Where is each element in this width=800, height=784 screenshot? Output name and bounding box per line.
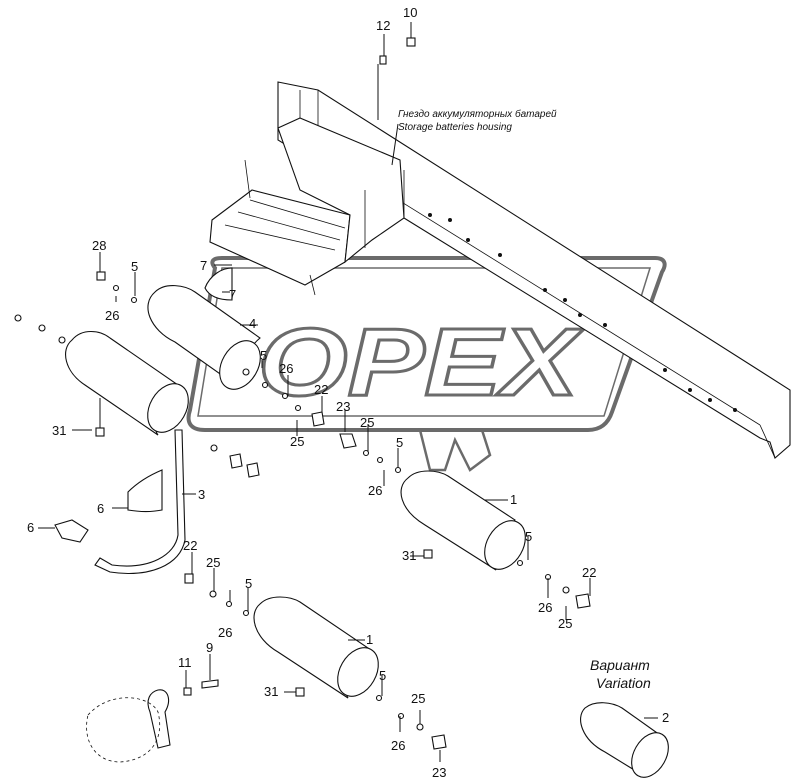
- leader-lines: [38, 22, 658, 762]
- part-number-labels: 10 12 28 5 26 7 7 4 5 26 22 23 25 25 5 2…: [27, 5, 669, 780]
- part-label: 22: [183, 538, 197, 553]
- part-label: 2: [662, 710, 669, 725]
- air-tank-31: [65, 330, 189, 436]
- frame-rail: [277, 81, 791, 459]
- part-label: 1: [510, 492, 517, 507]
- part-label: 31: [52, 423, 66, 438]
- part-label: 5: [379, 668, 386, 683]
- part-label: 5: [260, 348, 267, 363]
- part-label: 12: [376, 18, 390, 33]
- housing-note-ru: Гнездо аккумуляторных батарей: [398, 108, 557, 120]
- part-label: 25: [360, 415, 374, 430]
- part-label: 31: [264, 684, 278, 699]
- part-label: 26: [105, 308, 119, 323]
- part-label: 6: [97, 501, 104, 516]
- part-label: 1: [366, 632, 373, 647]
- variation-label-en: Variation: [596, 675, 651, 691]
- part-label: 25: [411, 691, 425, 706]
- air-tank-1-upper: [400, 470, 526, 571]
- part-label: 31: [402, 548, 416, 563]
- housing-note-en: Storage batteries housing: [398, 122, 512, 133]
- part-label: 26: [391, 738, 405, 753]
- pad-6-upper: [127, 469, 163, 513]
- part-label: 4: [249, 316, 256, 331]
- part-label: 26: [538, 600, 552, 615]
- strap-3: [94, 429, 186, 574]
- air-tank-1-lower: [253, 596, 379, 699]
- part-label: 23: [432, 765, 446, 780]
- part-label: 25: [290, 434, 304, 449]
- battery-housing: [209, 117, 405, 296]
- part-label: 5: [245, 576, 252, 591]
- part-label: 5: [396, 435, 403, 450]
- part-label: 9: [206, 640, 213, 655]
- part-label: 28: [92, 238, 106, 253]
- variation-label-ru: Вариант: [590, 657, 650, 673]
- pad-6-lower: [54, 519, 89, 543]
- air-tank-2-variation: [580, 702, 669, 778]
- part-label: 10: [403, 5, 417, 20]
- watermark-text: OPEX: [258, 309, 584, 416]
- part-label: 22: [314, 382, 328, 397]
- part-label: 7: [200, 258, 207, 273]
- part-label: 7: [229, 287, 236, 302]
- part-label: 25: [558, 616, 572, 631]
- part-label: 3: [198, 487, 205, 502]
- opex-watermark-logo: OPEX: [186, 256, 667, 472]
- part-label: 26: [279, 361, 293, 376]
- air-tank-4: [147, 285, 261, 390]
- part-label: 6: [27, 520, 34, 535]
- part-label: 23: [336, 399, 350, 414]
- part-label: 26: [368, 483, 382, 498]
- part-label: 26: [218, 625, 232, 640]
- frame-holes: [428, 213, 737, 412]
- part-label: 25: [206, 555, 220, 570]
- part-label: 11: [178, 655, 192, 670]
- part-label: 5: [131, 259, 138, 274]
- bracket-variation: [86, 689, 171, 763]
- part-label: 22: [582, 565, 596, 580]
- part-label: 5: [525, 529, 532, 544]
